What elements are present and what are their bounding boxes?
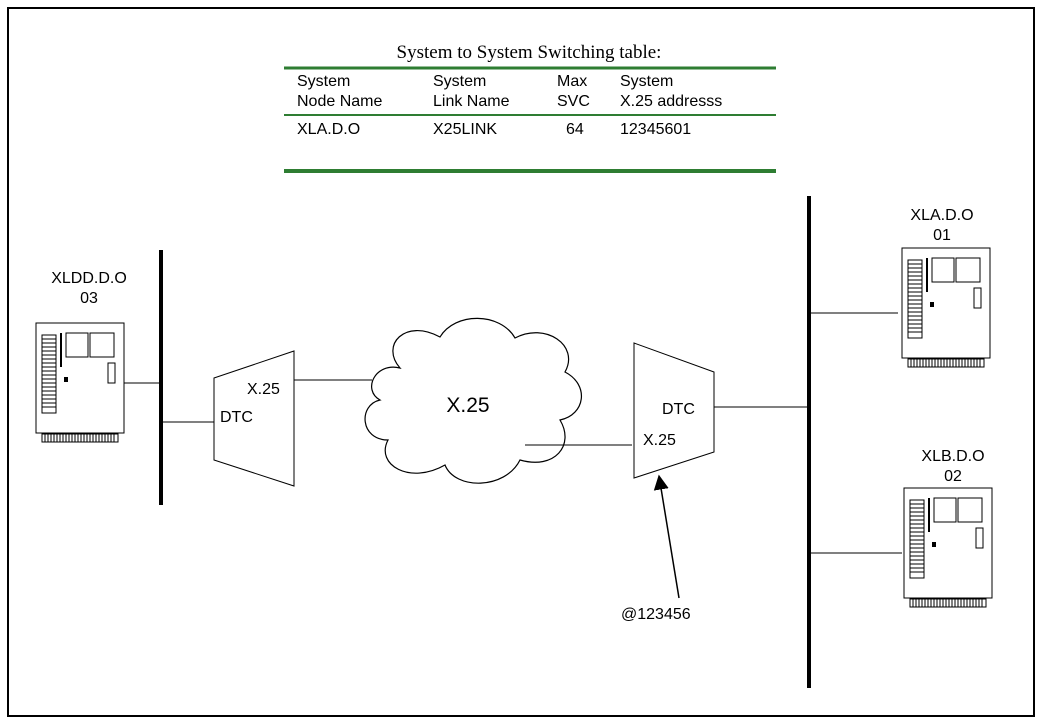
dtc-left-dtc-label: DTC	[220, 409, 253, 426]
address-arrow	[653, 474, 680, 599]
dtc-right-shape	[633, 342, 715, 479]
cloud-outline-icon	[364, 317, 582, 484]
computer-icon	[903, 487, 993, 608]
header-address-line1: System	[620, 73, 673, 90]
cloud-label: X.25	[446, 394, 489, 417]
computer-icon	[901, 247, 991, 368]
node-right-top: XLA.D.O 01	[901, 207, 991, 368]
header-address-line2: X.25 addresss	[620, 93, 722, 110]
node-left-name: XLDD.D.O	[51, 270, 127, 287]
dtc-right: DTC X.25	[633, 342, 715, 479]
computer-icon	[35, 322, 125, 443]
address-label: @123456	[621, 606, 691, 623]
cell-address: 12345601	[620, 121, 691, 138]
cell-max-svc: 64	[566, 121, 584, 138]
dtc-left-shape	[213, 350, 295, 487]
dtc-right-x25-label: X.25	[643, 432, 676, 449]
x25-cloud: X.25	[364, 317, 582, 484]
node-left: XLDD.D.O 03	[35, 270, 127, 443]
switching-table: System to System Switching table: System…	[284, 42, 776, 173]
cell-node-name: XLA.D.O	[297, 121, 360, 138]
node-right-bottom-name: XLB.D.O	[921, 448, 984, 465]
node-right-top-name: XLA.D.O	[910, 207, 973, 224]
header-max-line2: SVC	[557, 93, 590, 110]
node-right-bottom: XLB.D.O 02	[903, 448, 993, 608]
header-node-line2: Node Name	[297, 93, 382, 110]
header-link-line1: System	[433, 73, 486, 90]
cell-link-name: X25LINK	[433, 121, 497, 138]
table-title: System to System Switching table:	[397, 42, 662, 63]
header-link-line2: Link Name	[433, 93, 510, 110]
outer-border	[7, 7, 1035, 717]
dtc-left: X.25 DTC	[213, 350, 295, 487]
node-left-id: 03	[80, 290, 98, 307]
dtc-left-x25-label: X.25	[247, 381, 280, 398]
header-node-line1: System	[297, 73, 350, 90]
dtc-right-dtc-label: DTC	[662, 401, 695, 418]
header-max-line1: Max	[557, 73, 587, 90]
node-right-bottom-id: 02	[944, 468, 962, 485]
node-right-top-id: 01	[933, 227, 951, 244]
